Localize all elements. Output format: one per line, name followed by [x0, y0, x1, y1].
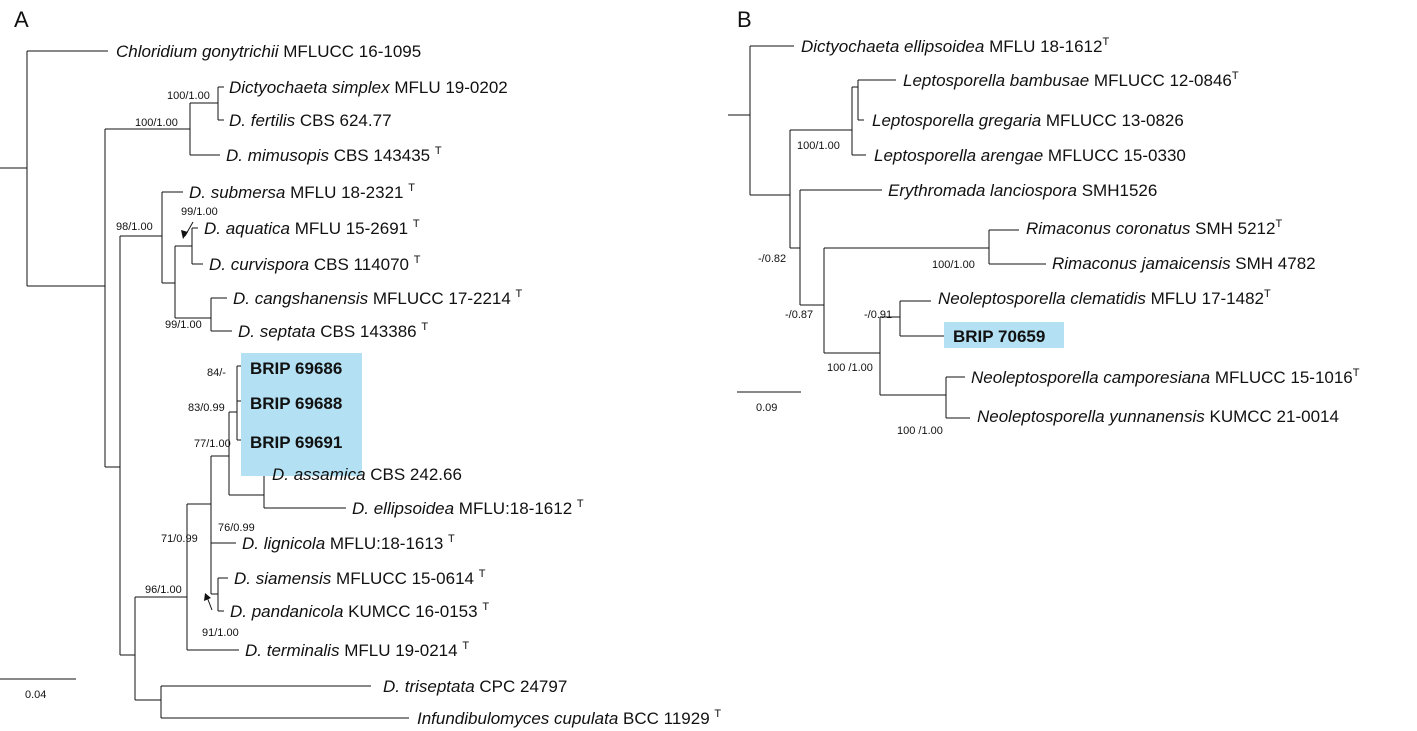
support-value: 100 /1.00	[897, 425, 943, 437]
taxon-label: Chloridium gonytrichii MFLUCC 16-1095	[116, 42, 421, 61]
support-value: 100/1.00	[797, 140, 840, 152]
taxon-label: Dictyochaeta ellipsoidea MFLU 18-1612T	[801, 36, 1109, 56]
taxon-label: Leptosporella bambusae MFLUCC 12-0846T	[903, 70, 1239, 90]
taxon-label: Leptosporella gregaria MFLUCC 13-0826	[872, 111, 1184, 130]
support-value: -/0.87	[785, 309, 813, 321]
taxon-label: D. cangshanensis MFLUCC 17-2214 T	[233, 288, 523, 308]
support-value: 100/1.00	[932, 259, 975, 271]
taxon-label: D. pandanicola KUMCC 16-0153 T	[230, 601, 489, 621]
highlight-label: BRIP 69691	[250, 433, 342, 452]
taxon-label: D. assamica CBS 242.66	[272, 465, 462, 484]
taxon-label: D. terminalis MFLU 19-0214 T	[245, 640, 469, 660]
taxon-label: D. curvispora CBS 114070 T	[209, 254, 421, 274]
taxon-label: Rimaconus coronatus SMH 5212T	[1026, 218, 1282, 238]
taxon-label: D. mimusopis CBS 143435 T	[226, 145, 442, 165]
taxon-label: Neoleptosporella clematidis MFLU 17-1482…	[938, 288, 1271, 308]
tree-a-arrows	[181, 221, 213, 611]
support-value: 76/0.99	[218, 522, 255, 534]
support-value: 91/1.00	[202, 627, 239, 639]
support-value: 98/1.00	[116, 221, 153, 233]
support-value: 99/1.00	[165, 319, 202, 331]
highlight-box-a	[241, 353, 362, 476]
support-value: 99/1.00	[181, 206, 218, 218]
taxon-label: D. fertilis CBS 624.77	[229, 111, 392, 130]
support-value: 84/-	[207, 367, 226, 379]
support-value: 96/1.00	[145, 584, 182, 596]
support-value: 100/1.00	[167, 90, 210, 102]
support-value: 71/0.99	[161, 533, 198, 545]
taxon-label: Neoleptosporella camporesiana MFLUCC 15-…	[971, 367, 1360, 387]
taxon-label: Neoleptosporella yunnanensis KUMCC 21-00…	[977, 407, 1339, 426]
support-value: 83/0.99	[188, 402, 225, 414]
taxon-label: D. lignicola MFLU:18-1613 T	[242, 533, 455, 553]
support-value: 77/1.00	[194, 438, 231, 450]
tree-a-supports: 100/1.00 100/1.00 98/1.00 99/1.00 99/1.0…	[116, 90, 255, 639]
tree-a-branches	[0, 50, 409, 719]
tree-b-supports: 100/1.00 -/0.82 100/1.00 -/0.87 -/0.91 1…	[758, 140, 975, 437]
taxon-label: D. triseptata CPC 24797	[383, 677, 567, 696]
support-value: 100/1.00	[135, 117, 178, 129]
taxon-label: Erythromada lanciospora SMH1526	[888, 181, 1157, 200]
support-value: -/0.82	[758, 253, 786, 265]
taxon-label: D. siamensis MFLUCC 15-0614 T	[234, 568, 486, 588]
taxon-label: D. ellipsoidea MFLU:18-1612 T	[352, 498, 584, 518]
tree-b-taxa: Dictyochaeta ellipsoidea MFLU 18-1612T L…	[801, 36, 1360, 426]
taxon-label: Infundibulomyces cupulata BCC 11929 T	[417, 708, 721, 728]
highlight-label: BRIP 69686	[250, 359, 342, 378]
tree-a-taxa: Chloridium gonytrichii MFLUCC 16-1095 Di…	[116, 42, 721, 728]
scale-label-a: 0.04	[25, 689, 46, 701]
taxon-label: Dictyochaeta simplex MFLU 19-0202	[229, 78, 508, 97]
scale-label-b: 0.09	[756, 402, 777, 414]
panel-label-a: A	[14, 7, 29, 32]
taxon-label: Leptosporella arengae MFLUCC 15-0330	[874, 146, 1186, 165]
panel-label-b: B	[737, 7, 752, 32]
highlight-label: BRIP 69688	[250, 394, 342, 413]
taxon-label: D. aquatica MFLU 15-2691 T	[204, 218, 420, 238]
taxon-label: D. submersa MFLU 18-2321 T	[189, 182, 415, 202]
tree-b-branches	[728, 45, 1046, 419]
highlight-box-b	[944, 322, 1064, 348]
highlight-label: BRIP 70659	[953, 327, 1045, 346]
taxon-label: Rimaconus jamaicensis SMH 4782	[1052, 254, 1316, 273]
support-value: -/0.91	[864, 309, 892, 321]
taxon-label: D. septata CBS 143386 T	[238, 321, 428, 341]
support-value: 100 /1.00	[827, 362, 873, 374]
